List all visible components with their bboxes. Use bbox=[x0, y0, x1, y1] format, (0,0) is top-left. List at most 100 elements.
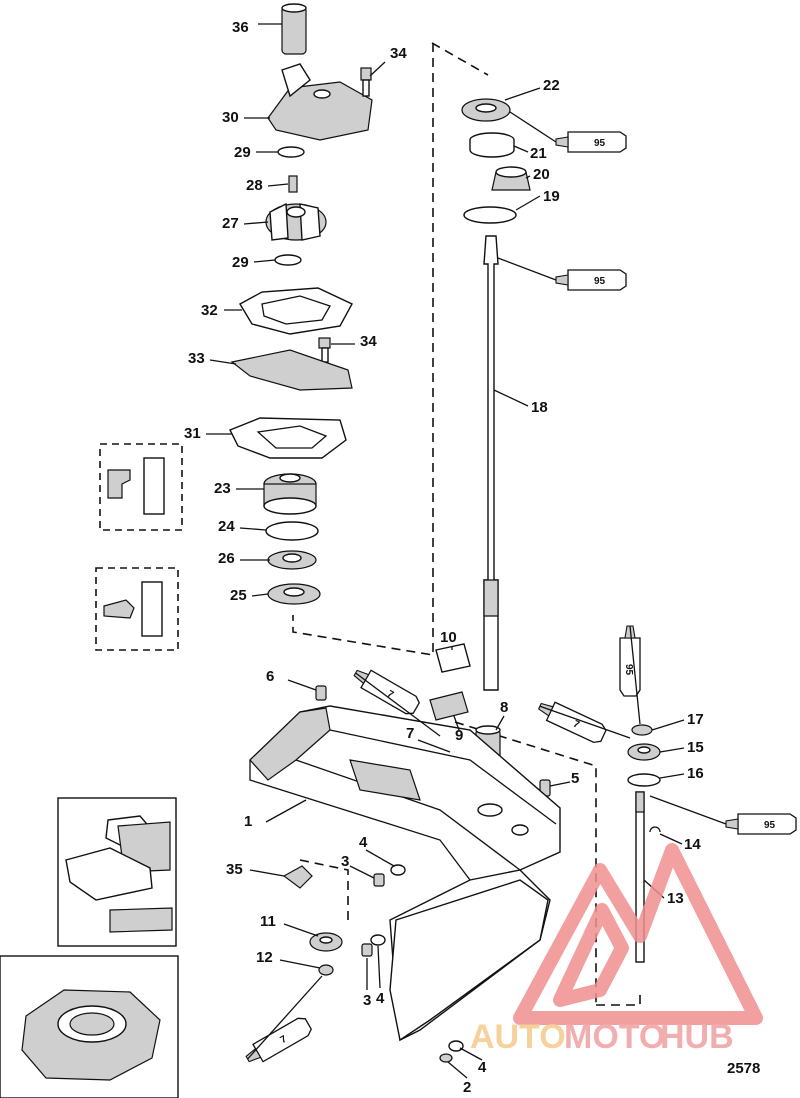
part-26-seal bbox=[267, 550, 317, 570]
leader-c4b bbox=[377, 945, 381, 989]
callout-31: 31 bbox=[184, 425, 201, 442]
tube-label-t95d: 95 bbox=[623, 664, 634, 676]
part-21-bearing-cup bbox=[469, 132, 515, 158]
sealant-tube-t7a: 7 bbox=[353, 669, 420, 715]
callout-11: 11 bbox=[260, 913, 276, 930]
callout-15: 15 bbox=[687, 739, 704, 756]
watermark-hub: HUB bbox=[660, 1018, 734, 1056]
leader-c7 bbox=[417, 739, 451, 753]
part-34-screw-top bbox=[360, 67, 372, 97]
callout-labels: 3634302928272932333431232426252221201918… bbox=[184, 19, 704, 1096]
tube-leader-t95c bbox=[649, 795, 727, 825]
part-29-oring-bottom bbox=[274, 254, 302, 266]
seal-detail-box-upper bbox=[99, 443, 183, 531]
leader-c1 bbox=[265, 799, 307, 823]
tube-leader-t7a bbox=[355, 672, 441, 737]
callout-4: 4 bbox=[478, 1059, 487, 1076]
leader-c15 bbox=[659, 747, 685, 753]
part-4-washer-mid bbox=[370, 934, 386, 946]
callout-19: 19 bbox=[543, 188, 560, 205]
part-11-pinion-gear bbox=[309, 932, 343, 952]
tube-label-t7c: 7 bbox=[279, 1034, 290, 1047]
callout-34: 34 bbox=[390, 45, 407, 62]
callout-29: 29 bbox=[232, 254, 249, 271]
part-20-bearing-cone bbox=[491, 166, 531, 191]
callout-1: 1 bbox=[244, 813, 252, 830]
tube-label-t7a: 7 bbox=[385, 689, 396, 702]
sealant-tube-t95d: 95 bbox=[619, 625, 641, 697]
callout-4: 4 bbox=[359, 834, 368, 851]
callout-2: 2 bbox=[463, 1079, 471, 1096]
callout-36: 36 bbox=[232, 19, 249, 36]
callout-8: 8 bbox=[500, 699, 508, 716]
tube-leader-t95d bbox=[629, 625, 641, 725]
leader-c11 bbox=[283, 923, 319, 937]
leader-c5 bbox=[549, 781, 571, 787]
leader-c22 bbox=[504, 87, 541, 101]
part-3-screw-upper bbox=[373, 873, 385, 887]
callout-14: 14 bbox=[684, 836, 701, 853]
tube-leader-t7b bbox=[539, 705, 631, 739]
part-24-oring bbox=[265, 521, 319, 541]
callout-22: 22 bbox=[543, 77, 560, 94]
callout-25: 25 bbox=[230, 587, 247, 604]
figure-number: 2578 bbox=[727, 1060, 760, 1077]
callout-5: 5 bbox=[571, 770, 579, 787]
part-36-sleeve bbox=[281, 3, 307, 55]
part-15-seal bbox=[627, 743, 661, 761]
detail-box-nut bbox=[0, 955, 179, 1098]
part-1-gear-housing bbox=[249, 705, 561, 1042]
part-32-gasket bbox=[239, 287, 353, 335]
leader-c20 bbox=[525, 175, 531, 179]
leader-c4a bbox=[365, 849, 395, 867]
part-12-nut bbox=[318, 964, 334, 976]
callout-7: 7 bbox=[406, 725, 414, 742]
part-3-screw-lower bbox=[361, 943, 373, 957]
callout-32: 32 bbox=[201, 302, 218, 319]
callout-29: 29 bbox=[234, 144, 251, 161]
part-16-oring bbox=[627, 773, 661, 787]
leader-c9 bbox=[453, 715, 460, 731]
tube-leader-t7c bbox=[247, 975, 323, 1060]
leader-c18 bbox=[493, 389, 529, 407]
callout-30: 30 bbox=[222, 109, 239, 126]
callout-6: 6 bbox=[266, 668, 274, 685]
leader-c8 bbox=[495, 715, 505, 731]
part-19-oring bbox=[463, 206, 517, 224]
part-4-washer-upper bbox=[390, 864, 406, 876]
part-2-plug bbox=[439, 1053, 453, 1063]
sealant-tube-t7b: 7 bbox=[537, 701, 607, 744]
tube-label-t95a: 95 bbox=[594, 138, 606, 149]
part-13-shift-shaft bbox=[635, 791, 645, 963]
leader-c2 bbox=[447, 1061, 468, 1079]
leader-c28 bbox=[267, 183, 289, 187]
part-31-gasket bbox=[229, 417, 347, 459]
leader-c16 bbox=[659, 773, 685, 779]
callout-23: 23 bbox=[214, 480, 231, 497]
leader-c27 bbox=[243, 221, 269, 225]
callout-13: 13 bbox=[667, 890, 684, 907]
sealant-tubes: 95 95 95 95 7 7 7 bbox=[245, 111, 797, 1063]
leader-c29b bbox=[253, 259, 276, 263]
leader-c12 bbox=[279, 959, 321, 969]
callout-33: 33 bbox=[188, 350, 205, 367]
part-22-retainer bbox=[461, 98, 511, 122]
part-33-plate bbox=[230, 349, 353, 391]
watermark: AUTO MOTO HUB bbox=[470, 843, 763, 1056]
callout-24: 24 bbox=[218, 518, 235, 535]
callout-3: 3 bbox=[363, 992, 371, 1009]
tube-label-t95c: 95 bbox=[764, 820, 776, 831]
callout-16: 16 bbox=[687, 765, 704, 782]
leader-c33 bbox=[209, 359, 237, 365]
leader-c25 bbox=[251, 593, 269, 597]
sealant-tube-t95b: 95 bbox=[555, 269, 627, 291]
tube-label-t7b: 7 bbox=[571, 719, 581, 732]
watermark-moto: MOTO bbox=[564, 1018, 665, 1056]
callout-20: 20 bbox=[533, 166, 550, 183]
callout-27: 27 bbox=[222, 215, 239, 232]
part-34-screw-lower bbox=[318, 337, 331, 363]
part-9-shim bbox=[429, 691, 469, 721]
part-35-anode bbox=[282, 865, 313, 889]
leader-c21 bbox=[513, 145, 529, 153]
callout-21: 21 bbox=[530, 145, 547, 162]
